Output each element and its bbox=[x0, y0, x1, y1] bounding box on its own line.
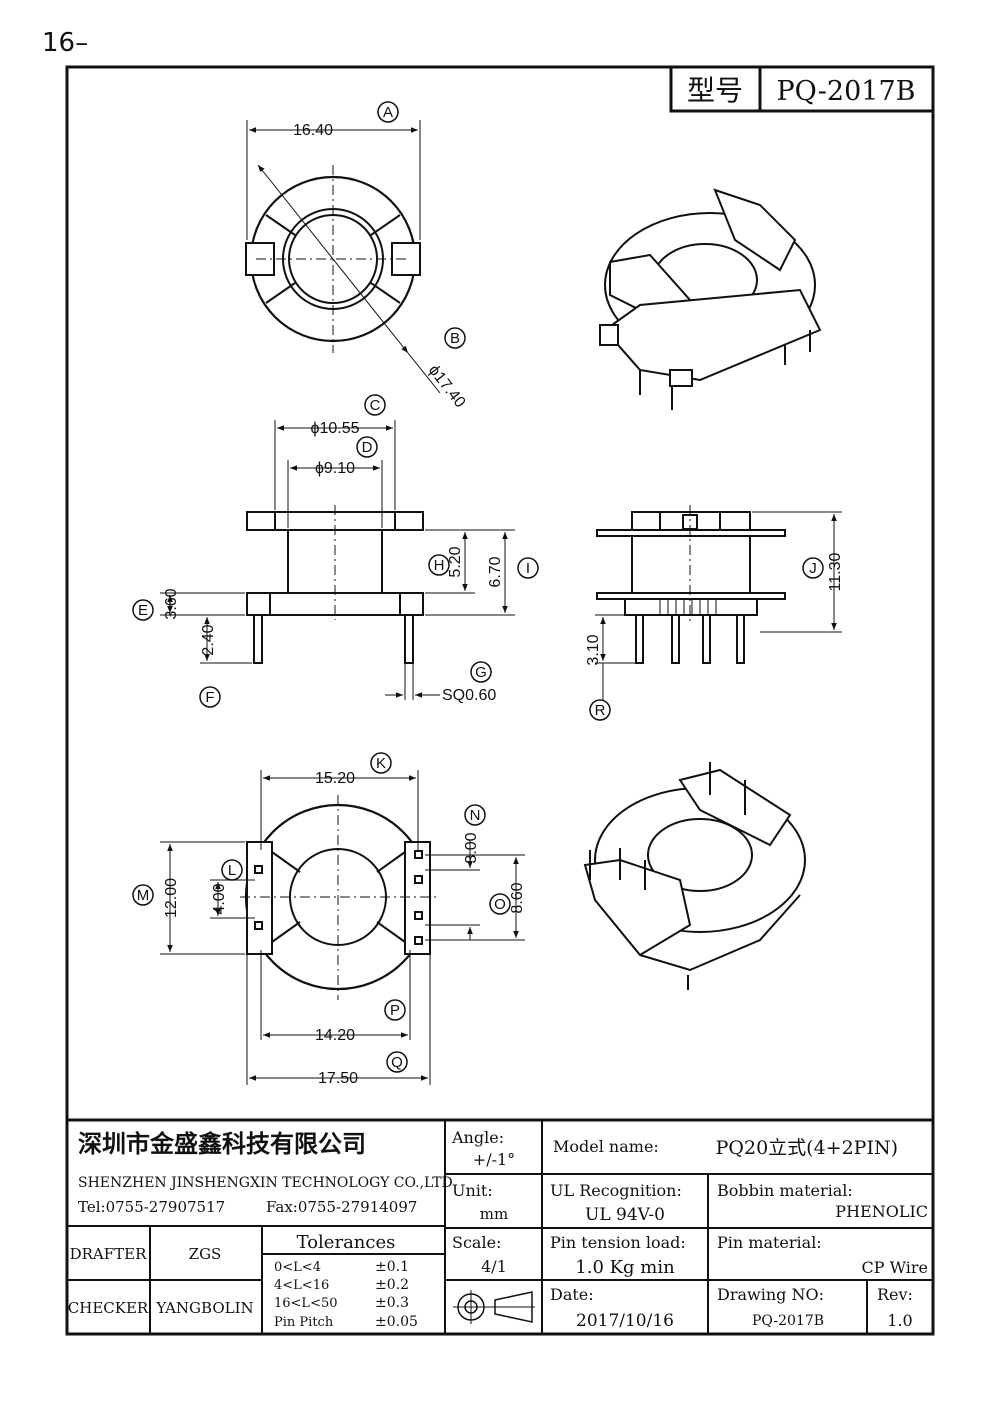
ul-value: UL 94V-0 bbox=[585, 1205, 665, 1225]
isometric-view-top bbox=[599, 188, 822, 410]
drawing-no-label: Drawing NO: bbox=[717, 1285, 824, 1304]
pin-tension-label: Pin tension load: bbox=[550, 1233, 686, 1252]
page-number: 16– bbox=[42, 28, 89, 58]
checker-label: CHECKER bbox=[68, 1299, 149, 1317]
bottom-view bbox=[132, 752, 525, 1085]
company-fax: Fax:0755-27914097 bbox=[266, 1198, 417, 1216]
model-box-value: PQ-2017B bbox=[777, 76, 916, 107]
front-view bbox=[589, 505, 842, 721]
isometric-view-bottom bbox=[583, 762, 806, 990]
dim-b: ϕ17.40 bbox=[425, 362, 469, 411]
model-box-label: 型号 bbox=[687, 74, 743, 107]
tolerance-value: ±0.1 bbox=[375, 1259, 409, 1275]
date-label: Date: bbox=[550, 1285, 594, 1304]
company-name-en: SHENZHEN JINSHENGXIN TECHNOLOGY CO.,LTD bbox=[78, 1175, 453, 1191]
dim-k: 15.20 bbox=[315, 770, 355, 787]
mark-m: M bbox=[137, 887, 150, 904]
company-name-cn: 深圳市金盛鑫科技有限公司 bbox=[78, 1129, 366, 1158]
dim-g: SQ0.60 bbox=[442, 687, 496, 704]
ul-label: UL Recognition: bbox=[550, 1181, 682, 1200]
tolerance-value: ±0.3 bbox=[375, 1295, 409, 1311]
checker-value: YANGBOLIN bbox=[155, 1299, 253, 1317]
pin-tension-value: 1.0 Kg min bbox=[575, 1257, 675, 1278]
dim-f: 2.40 bbox=[200, 624, 217, 655]
tolerance-value: ±0.2 bbox=[375, 1277, 409, 1293]
rev-value: 1.0 bbox=[887, 1311, 912, 1330]
dim-m: 12.00 bbox=[163, 878, 180, 918]
model-box: 型号 PQ-2017B bbox=[669, 65, 935, 113]
dim-o: 8.60 bbox=[509, 882, 526, 913]
model-name-label: Model name: bbox=[553, 1137, 659, 1156]
tolerance-value: ±0.05 bbox=[375, 1314, 418, 1330]
mark-a: A bbox=[383, 104, 393, 121]
scale-value: 4/1 bbox=[481, 1257, 507, 1276]
unit-value: mm bbox=[480, 1205, 508, 1223]
dim-c: ϕ10.55 bbox=[311, 420, 360, 437]
mark-i: I bbox=[526, 560, 530, 577]
angle-label: Angle: bbox=[451, 1128, 504, 1147]
dim-l: 4.00 bbox=[211, 883, 228, 914]
mark-h: H bbox=[434, 557, 445, 574]
bobbin-material-label: Bobbin material: bbox=[717, 1181, 853, 1200]
bobbin-material-value: PHENOLIC bbox=[835, 1202, 928, 1221]
tolerance-range: 16<L<50 bbox=[274, 1296, 338, 1311]
dim-e: 3.60 bbox=[163, 588, 180, 619]
dim-r: 3.10 bbox=[585, 634, 602, 665]
dim-i: 6.70 bbox=[487, 556, 504, 587]
mark-q: Q bbox=[391, 1054, 403, 1071]
dim-d: ϕ9.10 bbox=[315, 460, 355, 477]
scale-label: Scale: bbox=[452, 1233, 501, 1252]
mark-p: P bbox=[390, 1002, 400, 1019]
pin-material-value: CP Wire bbox=[862, 1258, 929, 1277]
tolerance-range: 0<L<4 bbox=[274, 1260, 321, 1275]
mark-b: B bbox=[450, 330, 460, 347]
dim-j: 11.30 bbox=[827, 552, 844, 591]
rev-label: Rev: bbox=[877, 1285, 913, 1304]
pin-material-label: Pin material: bbox=[717, 1233, 822, 1252]
dim-q: 17.50 bbox=[318, 1070, 358, 1087]
top-view bbox=[245, 101, 466, 394]
mark-j: J bbox=[809, 560, 817, 577]
mark-r: R bbox=[595, 702, 606, 719]
model-name-value: PQ20立式(4+2PIN) bbox=[716, 1137, 898, 1159]
drawing-no-value: PQ-2017B bbox=[752, 1313, 824, 1329]
angle-value: +/-1° bbox=[473, 1150, 515, 1169]
drawing-frame bbox=[65, 65, 935, 1336]
mark-f: F bbox=[205, 689, 214, 706]
dim-p: 14.20 bbox=[315, 1027, 355, 1044]
dim-h: 5.20 bbox=[447, 546, 464, 577]
mark-e: E bbox=[138, 602, 148, 619]
drafter-value: ZGS bbox=[189, 1245, 222, 1263]
tolerance-range: Pin Pitch bbox=[274, 1315, 334, 1330]
dim-n: 3.00 bbox=[463, 832, 480, 863]
mark-c: C bbox=[370, 397, 381, 414]
date-value: 2017/10/16 bbox=[576, 1311, 674, 1331]
company-tel: Tel:0755-27907517 bbox=[78, 1198, 225, 1216]
dim-a: 16.40 bbox=[293, 122, 333, 139]
mark-l: L bbox=[228, 862, 236, 879]
mark-o: O bbox=[494, 896, 506, 913]
drafter-label: DRAFTER bbox=[70, 1245, 148, 1263]
unit-label: Unit: bbox=[452, 1181, 493, 1200]
mark-d: D bbox=[362, 439, 373, 456]
mark-n: N bbox=[470, 807, 481, 824]
title-block bbox=[67, 1118, 933, 1334]
mark-g: G bbox=[475, 664, 487, 681]
mark-k: K bbox=[376, 755, 386, 772]
tolerances-title: Tolerances bbox=[297, 1232, 396, 1253]
side-view bbox=[132, 394, 539, 708]
tolerance-range: 4<L<16 bbox=[274, 1278, 329, 1293]
